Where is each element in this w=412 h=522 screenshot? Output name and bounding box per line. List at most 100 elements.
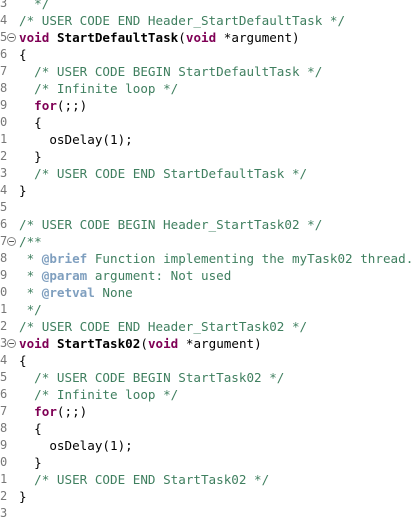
code-line[interactable]: 9 * @param argument: Not used: [0, 267, 412, 284]
line-gutter: 4: [0, 352, 18, 369]
code-token: /* USER CODE BEGIN StartTask02 */: [34, 370, 285, 385]
line-gutter: 0: [0, 114, 18, 131]
code-line[interactable]: 5 /* USER CODE BEGIN StartTask02 */: [0, 369, 412, 386]
code-token: /* USER CODE BEGIN StartDefaultTask */: [34, 64, 323, 79]
code-token: @retval: [41, 285, 95, 300]
line-gutter: 4: [0, 12, 18, 29]
code-line[interactable]: 3 */: [0, 0, 412, 12]
line-number: 1: [0, 132, 8, 146]
code-token: (;;): [56, 98, 88, 113]
code-line[interactable]: 5: [0, 199, 412, 216]
line-number: 7: [0, 64, 8, 78]
line-gutter: 6: [0, 46, 18, 63]
code-token: [19, 370, 34, 385]
code-line[interactable]: 8 * @brief Function implementing the myT…: [0, 250, 412, 267]
code-line[interactable]: 0 }: [0, 454, 412, 471]
code-token: StartDefaultTask: [56, 30, 179, 45]
code-token: }: [19, 455, 42, 470]
code-text: {: [19, 352, 27, 369]
code-text: osDelay(1);: [19, 437, 132, 454]
line-number: 8: [0, 251, 8, 265]
code-text: for(;;): [19, 403, 87, 420]
code-token: for: [34, 98, 57, 113]
code-text: }: [19, 488, 27, 505]
code-text: for(;;): [19, 97, 87, 114]
code-line[interactable]: 3 /* USER CODE END StartDefaultTask */: [0, 165, 412, 182]
code-line[interactable]: 1 osDelay(1);: [0, 131, 412, 148]
code-line[interactable]: 1 /* USER CODE END StartTask02 */: [0, 471, 412, 488]
line-gutter: 9: [0, 437, 18, 454]
line-gutter: 5: [0, 199, 18, 216]
code-line[interactable]: 0 {: [0, 114, 412, 131]
code-line[interactable]: 0 * @retval None: [0, 284, 412, 301]
code-token: {: [19, 353, 27, 368]
fold-collapse-icon[interactable]: [7, 33, 16, 42]
code-token: @brief: [41, 251, 88, 266]
line-gutter: 4: [0, 182, 18, 199]
code-token: *: [19, 268, 42, 283]
code-text: /* USER CODE END StartTask02 */: [19, 471, 269, 488]
code-line[interactable]: 6{: [0, 46, 412, 63]
line-gutter: 2: [0, 488, 18, 505]
code-token: /* USER CODE END Header_StartDefaultTask…: [19, 13, 346, 28]
code-token: [19, 64, 34, 79]
code-token: /* Infinite loop */: [34, 81, 179, 96]
code-text: /* Infinite loop */: [19, 80, 178, 97]
code-line[interactable]: 2}: [0, 488, 412, 505]
line-gutter: 2: [0, 318, 18, 335]
line-gutter: 9: [0, 97, 18, 114]
code-line[interactable]: 7 /**: [0, 233, 412, 250]
line-number: 5: [0, 30, 8, 44]
fold-collapse-icon[interactable]: [7, 339, 16, 348]
code-line[interactable]: 1 */: [0, 301, 412, 318]
line-number: 9: [0, 438, 8, 452]
line-gutter: 3: [0, 0, 18, 12]
code-line[interactable]: 6 /* Infinite loop */: [0, 386, 412, 403]
code-token: */: [19, 302, 42, 317]
code-line[interactable]: 2/* USER CODE END Header_StartTask02 */: [0, 318, 412, 335]
code-line[interactable]: 8 {: [0, 420, 412, 437]
line-number: 9: [0, 98, 8, 112]
line-number: 6: [0, 47, 8, 61]
code-line[interactable]: 7 for(;;): [0, 403, 412, 420]
line-number: 1: [0, 302, 8, 316]
code-text: */: [19, 301, 42, 318]
code-text: * @param argument: Not used: [19, 267, 232, 284]
code-text: */: [19, 0, 49, 12]
fold-collapse-icon[interactable]: [7, 237, 16, 246]
code-line[interactable]: 6/* USER CODE BEGIN Header_StartTask02 *…: [0, 216, 412, 233]
code-token: /**: [19, 234, 42, 249]
code-text: /* USER CODE BEGIN StartTask02 */: [19, 369, 284, 386]
line-number: 5: [0, 200, 8, 214]
line-number: 2: [0, 149, 8, 163]
line-gutter: 7: [0, 403, 18, 420]
code-line[interactable]: 7 /* USER CODE BEGIN StartDefaultTask */: [0, 63, 412, 80]
line-gutter: 1: [0, 471, 18, 488]
code-text: {: [19, 420, 42, 437]
code-token: *argument): [178, 336, 262, 351]
code-line[interactable]: 9 osDelay(1);: [0, 437, 412, 454]
code-token: {: [19, 115, 42, 130]
line-gutter: 8: [0, 80, 18, 97]
line-number: 7: [0, 234, 8, 248]
code-line[interactable]: 8 /* Infinite loop */: [0, 80, 412, 97]
code-line[interactable]: 3: [0, 505, 412, 522]
code-token: (;;): [56, 404, 88, 419]
code-text: /* USER CODE END StartDefaultTask */: [19, 165, 307, 182]
line-number: 5: [0, 370, 8, 384]
code-line[interactable]: 2 }: [0, 148, 412, 165]
line-number: 6: [0, 387, 8, 401]
line-number: 9: [0, 268, 8, 282]
code-token: */: [19, 0, 50, 11]
line-number: 2: [0, 319, 8, 333]
line-gutter: 3: [0, 165, 18, 182]
code-line[interactable]: 4/* USER CODE END Header_StartDefaultTas…: [0, 12, 412, 29]
code-line[interactable]: 9 for(;;): [0, 97, 412, 114]
code-line[interactable]: 4}: [0, 182, 412, 199]
code-line[interactable]: 4{: [0, 352, 412, 369]
code-token: osDelay(1);: [19, 132, 133, 147]
code-text: }: [19, 182, 27, 199]
